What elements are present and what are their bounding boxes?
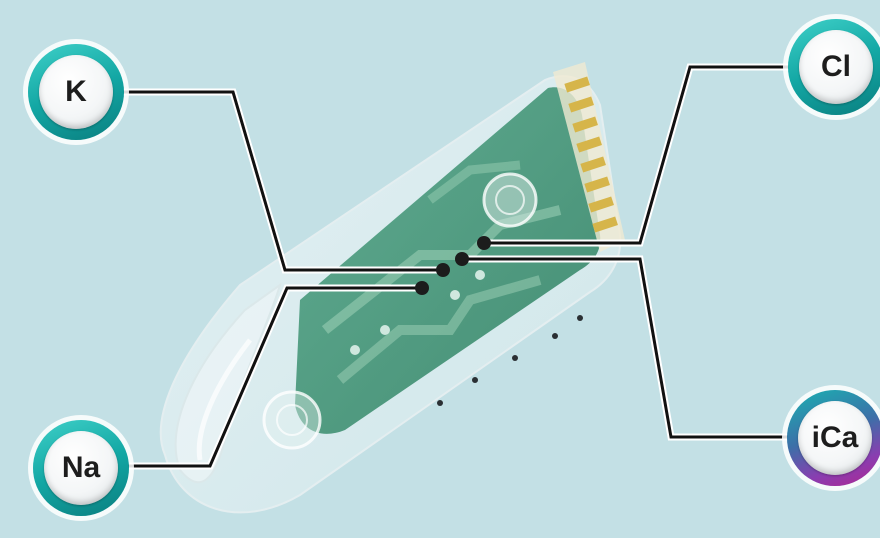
na-badge: Na: [33, 420, 129, 516]
ica-label: iCa: [798, 401, 872, 475]
k-badge: K: [28, 44, 124, 140]
cl-sensor-point: [477, 236, 491, 250]
k-sensor-point: [436, 263, 450, 277]
cl-badge: Cl: [788, 19, 880, 115]
na-sensor-point: [415, 281, 429, 295]
k-label: K: [39, 55, 113, 129]
ica-badge: iCa: [787, 390, 880, 486]
na-label: Na: [44, 431, 118, 505]
cl-label: Cl: [799, 30, 873, 104]
ica-sensor-point: [455, 252, 469, 266]
